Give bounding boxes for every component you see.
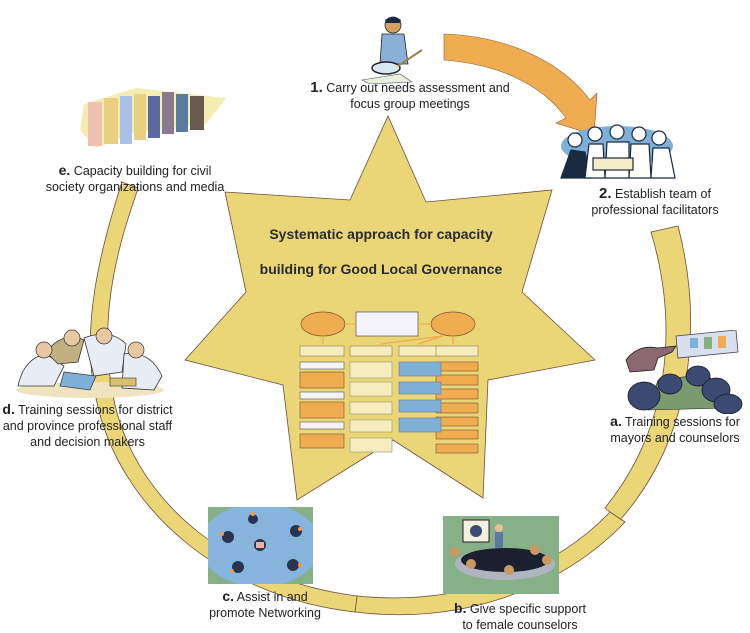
crowd-of-people-icon xyxy=(80,88,226,148)
classroom-presentation-icon xyxy=(443,516,559,594)
network-of-people-icon xyxy=(208,507,313,584)
group-at-laptop-icon xyxy=(16,327,164,398)
org-chart-node-right xyxy=(430,311,476,337)
step-1-label: 1. Carry out needs assessment and focus … xyxy=(310,79,510,112)
step-a-label: a. Training sessions for mayors and coun… xyxy=(610,413,740,445)
step-2-label: 2. Establish team of professional facili… xyxy=(591,185,719,218)
step-2-marker: 2. xyxy=(599,185,612,202)
org-chart-node-left xyxy=(300,311,346,337)
step-a-marker: a. xyxy=(610,413,622,429)
step-b-label: b. Give specific support to female couns… xyxy=(454,600,586,632)
center-star xyxy=(184,115,596,501)
step-d-marker: d. xyxy=(2,401,15,417)
cycle-ring-segment-left xyxy=(89,181,358,613)
person-with-magnifying-glass-icon xyxy=(361,16,423,84)
center-title-line1: Systematic approach for capacity xyxy=(269,226,493,242)
step-e-marker: e. xyxy=(58,162,71,178)
step-c-label: c. Assist in and promote Networking xyxy=(209,588,321,620)
team-holding-certificate-icon xyxy=(560,124,676,179)
step-1-marker: 1. xyxy=(310,79,323,96)
org-chart-thumbnail xyxy=(299,311,479,454)
step-c-marker: c. xyxy=(222,588,234,604)
center-title-line2: building for Good Local Governance xyxy=(259,261,503,277)
meeting-presentation-icon xyxy=(625,330,743,414)
step-e-label: e. Capacity building for civil society o… xyxy=(45,162,225,194)
org-chart-node-center xyxy=(355,311,419,337)
step-d-label: d. Training sessions for district and pr… xyxy=(2,401,173,449)
step-b-marker: b. xyxy=(454,600,467,616)
